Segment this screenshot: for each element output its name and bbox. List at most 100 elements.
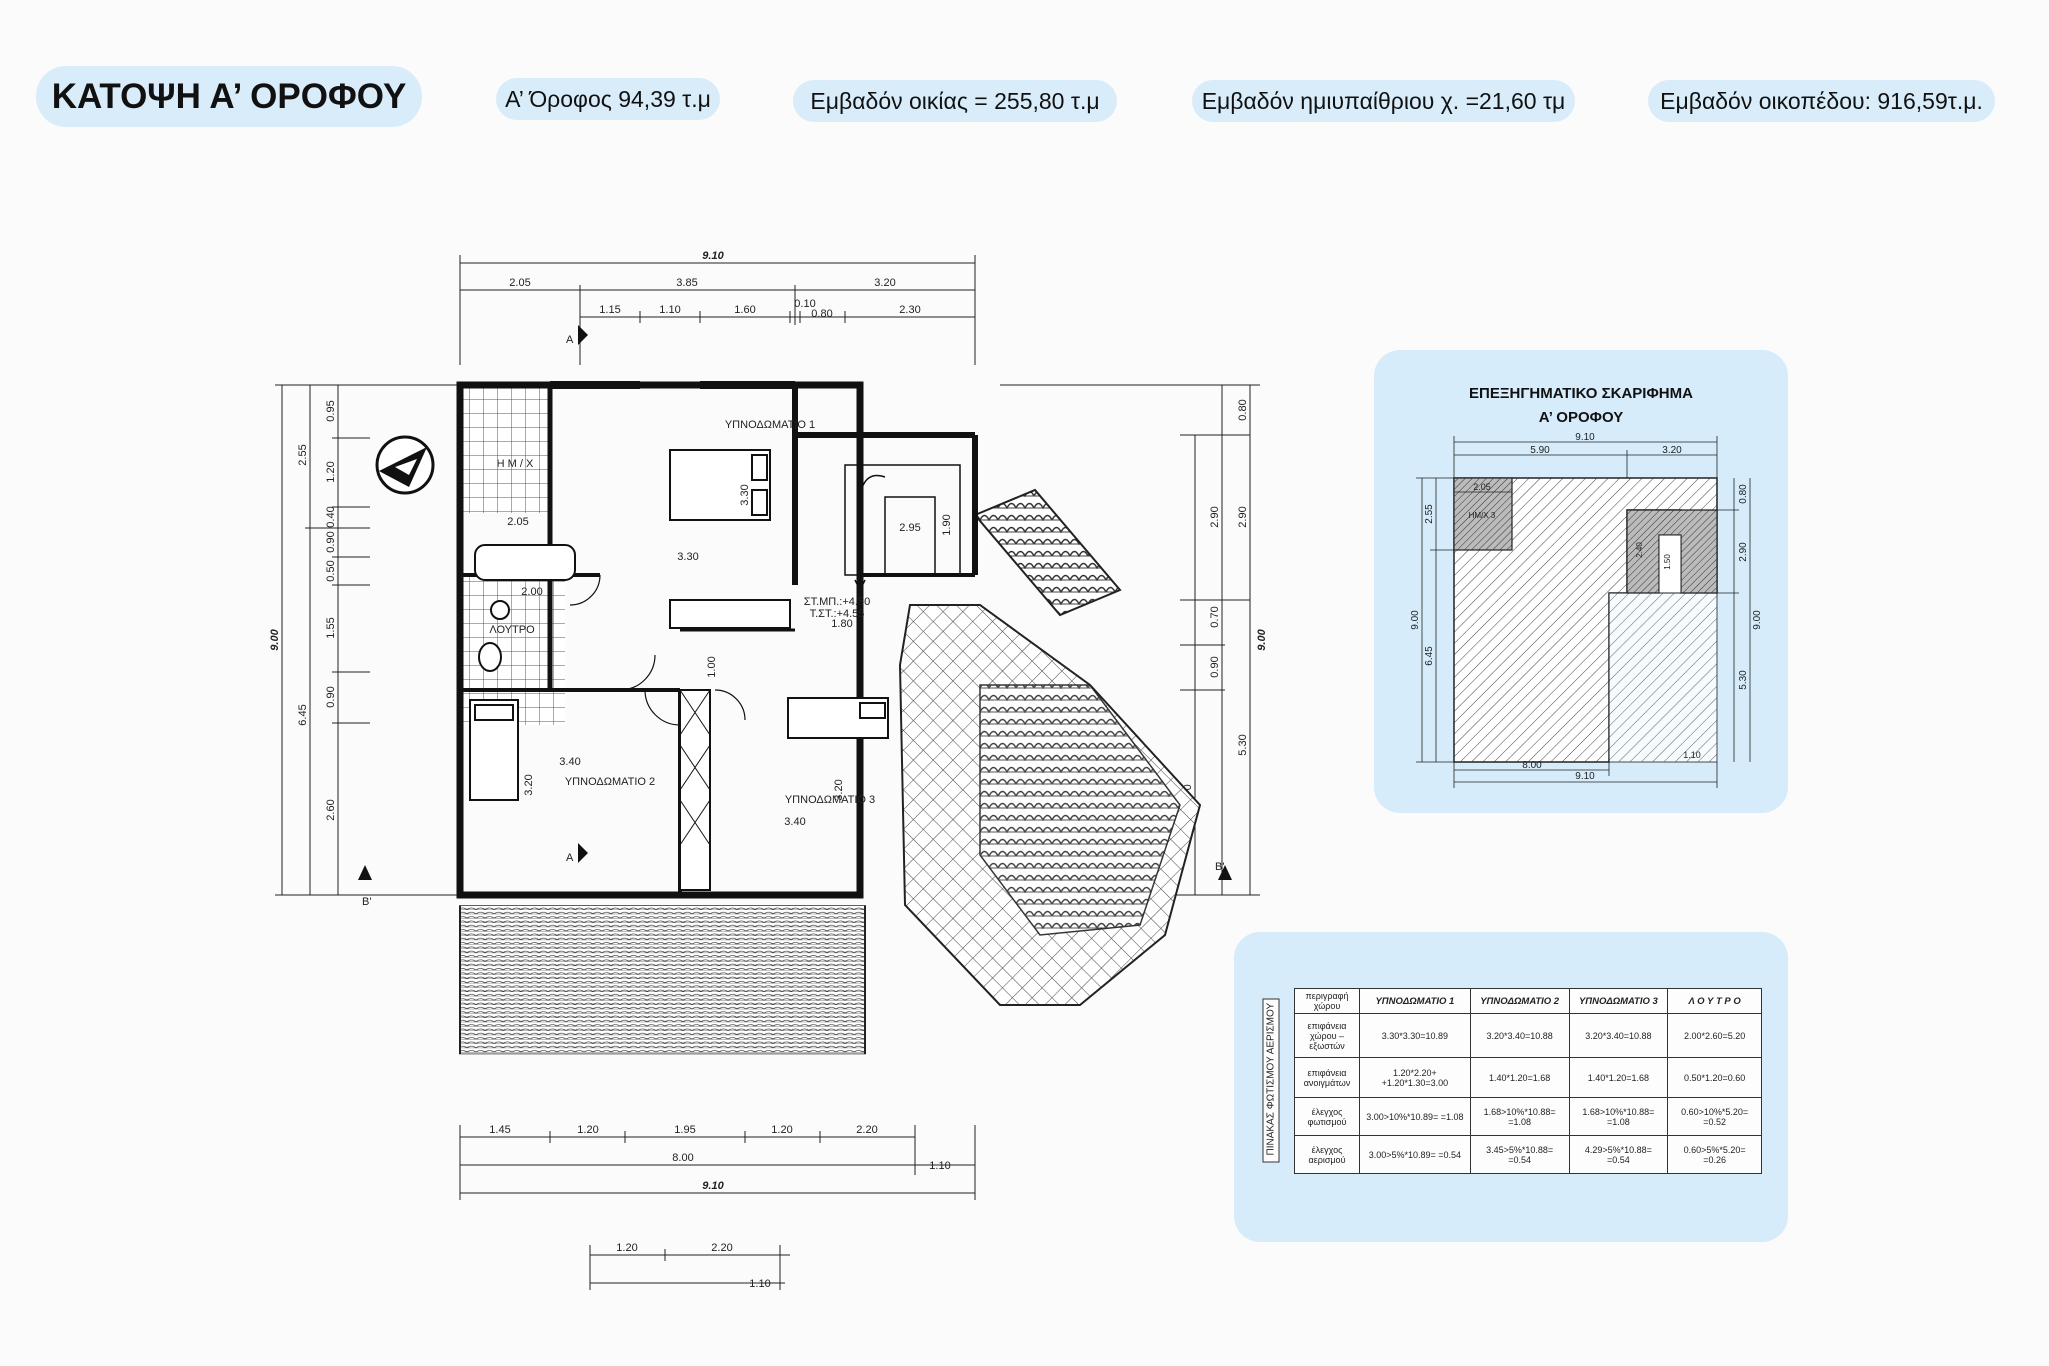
room-label-bathroom: ΛΟΥΤΡΟ [489, 624, 535, 636]
dim-label: 2.30 [899, 304, 920, 316]
table-cell: 1.68>10%*10.88= =1.08 [1469, 1097, 1570, 1136]
sketch-dim: 2.05 [1473, 482, 1491, 492]
toilet [490, 600, 510, 620]
dim-label: 3.30 [677, 551, 698, 563]
floor-area-badge: Α’ Όροφος 94,39 τ.μ [496, 78, 720, 120]
table-cell: έλεγχος φωτισμού [1294, 1097, 1360, 1136]
sketch-dim: 2.90 [1738, 542, 1749, 562]
dim-label: 3.20 [874, 277, 895, 289]
table-cell: 2.00*2.60=5.20 [1667, 1013, 1762, 1058]
staircase [844, 464, 961, 592]
sketch-dim: 9.00 [1752, 610, 1763, 630]
table-header-row: περιγραφή χώρου ΥΠΝΟΔΩΜΑΤΙΟ 1 ΥΠΝΟΔΩΜΑΤΙ… [1294, 988, 1762, 1014]
table-cell: 1.40*1.20=1.68 [1568, 1057, 1669, 1098]
section-marker-b-left: B' [358, 865, 372, 908]
sketch-dim: 2.40 [1635, 542, 1644, 558]
svg-text:B': B' [362, 896, 371, 908]
table-cell: 3.00>10%*10.89= =1.08 [1359, 1097, 1471, 1136]
dim-label: 0.50 [325, 560, 337, 581]
table-cell: 4.29>5%*10.88= =0.54 [1568, 1135, 1669, 1174]
dim-label: 3.20 [523, 774, 535, 795]
table-header-cell: ΥΠΝΟΔΩΜΑΤΙΟ 1 [1359, 988, 1471, 1014]
dim-label: 1.20 [616, 1242, 637, 1254]
dim-label: 0.80 [811, 308, 832, 320]
dim-label: 1.20 [577, 1124, 598, 1136]
sketch-dim: 9.10 [1575, 771, 1595, 782]
table-panel: ΠΙΝΑΚΑΣ ΦΩΤΙΣΜΟΥ ΑΕΡΙΣΜΟΥ περιγραφή χώρο… [1234, 932, 1788, 1242]
table-header-cell: ΥΠΝΟΔΩΜΑΤΙΟ 3 [1568, 988, 1669, 1014]
bed-3 [787, 697, 889, 739]
room-label-bedroom-1: ΥΠΝΟΔΩΜΑΤΙΟ 1 [725, 419, 815, 431]
dim-label: 2.95 [899, 522, 920, 534]
dim-label: 0.90 [325, 531, 337, 552]
room-label-bedroom-2: ΥΠΝΟΔΩΜΑΤΙΟ 2 [565, 776, 655, 788]
dim-label: 2.00 [521, 586, 542, 598]
table-row: έλεγχος αερισμού 3.00>5%*10.89= =0.54 3.… [1294, 1135, 1762, 1174]
dim-label: 2.20 [711, 1242, 732, 1254]
sketch-dim: 9.00 [1410, 610, 1421, 630]
table-cell: 0.60>5%*5.20= =0.26 [1667, 1135, 1762, 1174]
dim-label: 1.90 [941, 514, 953, 535]
dim-label: 2.90 [1209, 506, 1221, 527]
dim-label: 2.05 [509, 277, 530, 289]
page-title: ΚΑΤΟΨΗ Α’ ΟΡΟΦΟΥ [36, 66, 422, 127]
bed-2 [469, 699, 519, 801]
dim-label: 3.40 [559, 756, 580, 768]
dim-label: 1.95 [674, 1124, 695, 1136]
section-marker-b-right: B' [1215, 861, 1232, 880]
dim-label: 1.80 [831, 618, 852, 630]
table-header-cell: περιγραφή χώρου [1294, 988, 1360, 1014]
floor-level-label: ΣΤ.ΜΠ.:+4.50 [804, 596, 870, 608]
north-arrow-icon [375, 435, 435, 495]
dim-label: 0.10 [794, 298, 815, 310]
sketch-wc-block [1453, 477, 1513, 551]
dim-label: 3.85 [676, 277, 697, 289]
dim-label: 0.40 [325, 506, 337, 527]
floor-plan: 9.10 2.05 3.85 3.20 1.15 1.10 1.60 0.10 … [269, 250, 1268, 1290]
section-marker-a-bottom: A [566, 843, 588, 864]
svg-text:A: A [566, 334, 574, 346]
table-header-cell: ΥΠΝΟΔΩΜΑΤΙΟ 2 [1469, 988, 1570, 1014]
table-cell: 1.68>10%*10.88= =1.08 [1568, 1097, 1669, 1136]
sketch-dim: 0.80 [1738, 484, 1749, 504]
sketch-dim: 1.10 [1683, 750, 1701, 760]
dim-label: 2.05 [507, 516, 528, 528]
dim-label: 3.20 [833, 779, 845, 800]
dim-label: 1.20 [325, 461, 337, 482]
bottom-dimensions [459, 1125, 976, 1290]
dim-label: 1.60 [734, 304, 755, 316]
dim-label: 0.90 [325, 686, 337, 707]
roof-right-upper [973, 488, 1122, 617]
sketch-dim: 8.00 [1522, 760, 1542, 771]
finished-level-label: Τ.ΣΤ.:+4.55 [810, 608, 865, 620]
dim-label: 2.90 [1237, 506, 1249, 527]
room-label-wc: Η Μ / Χ [497, 458, 534, 470]
left-dimensions [275, 384, 460, 896]
table-cell: 3.20*3.40=10.88 [1568, 1013, 1669, 1058]
table-cell: 0.60>10%*5.20= =0.52 [1667, 1097, 1762, 1136]
sketch-dim: 5.30 [1738, 670, 1749, 690]
dim-label: 0.70 [1209, 606, 1221, 627]
washbasin [478, 642, 502, 672]
sketch-dim: 5.90 [1530, 445, 1550, 456]
dim-bottom-total: 9.10 [702, 1180, 724, 1192]
table-row: έλεγχος φωτισμού 3.00>10%*10.89= =1.08 1… [1294, 1097, 1762, 1136]
sketch-title-line1: ΕΠΕΞΗΓΗΜΑΤΙΚΟ ΣΚΑΡΙΦΗΜΑ [1469, 385, 1693, 402]
dim-label: 3.40 [784, 816, 805, 828]
table-cell: επιφάνεια χώρου – εξωστών [1294, 1013, 1360, 1058]
roof-bottom [459, 905, 866, 1055]
sketch-dim: 3.20 [1662, 445, 1682, 456]
section-marker-a-top: A [566, 325, 588, 346]
wc-tiles [460, 385, 550, 513]
dim-label: 0.95 [325, 400, 337, 421]
dim-label: 0.90 [1209, 656, 1221, 677]
table-cell: έλεγχος αερισμού [1294, 1135, 1360, 1174]
dim-label: 1.20 [771, 1124, 792, 1136]
dim-label: 1.10 [659, 304, 680, 316]
dim-label: 0.80 [1237, 399, 1249, 420]
dim-label: 1.55 [325, 617, 337, 638]
table-row: επιφάνεια χώρου – εξωστών 3.30*3.30=10.8… [1294, 1013, 1762, 1058]
dim-label: 3.30 [739, 484, 751, 505]
bed-1 [669, 449, 771, 521]
svg-text:A: A [566, 852, 574, 864]
